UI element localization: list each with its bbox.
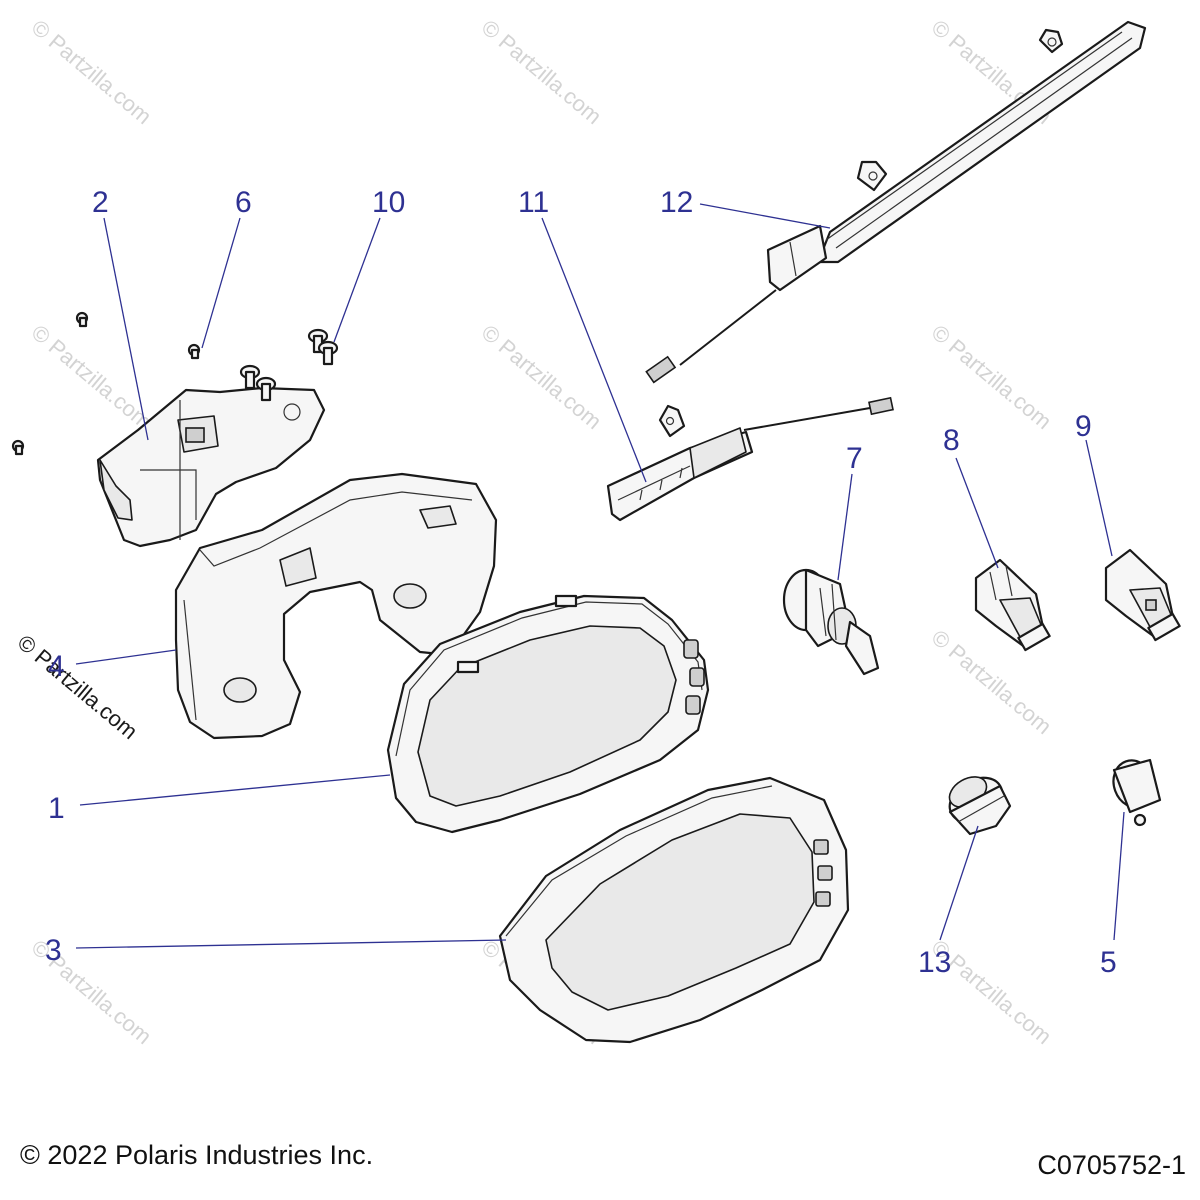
leader-line-9 — [1085, 439, 1113, 557]
part-5-power-outlet — [1112, 758, 1162, 827]
watermark: © Partzilla.com — [477, 15, 607, 129]
callout-1: 1 — [48, 792, 65, 825]
leader-line-13 — [939, 825, 979, 941]
part-13-receptacle — [948, 776, 1012, 836]
callout-12: 12 — [660, 186, 693, 219]
part-1-instrument-cluster — [386, 594, 710, 834]
part-4-rear-housing — [174, 472, 498, 740]
leader-line-3 — [75, 939, 507, 949]
part-12-light-bar — [645, 20, 1147, 384]
watermark: © Partzilla.com — [13, 630, 143, 744]
callout-2: 2 — [92, 186, 109, 219]
part-6-screws — [11, 311, 201, 456]
leader-line-5 — [1113, 811, 1125, 941]
leader-line-4 — [75, 649, 177, 665]
leader-line-2 — [103, 217, 149, 441]
watermark: © Partzilla.com — [477, 320, 607, 434]
part-7-key-switch — [782, 568, 880, 676]
callout-7: 7 — [846, 442, 863, 475]
callout-9: 9 — [1075, 410, 1092, 443]
callout-4: 4 — [48, 650, 65, 683]
leader-line-6 — [201, 217, 241, 349]
copyright-notice: © 2022 Polaris Industries Inc. — [20, 1140, 374, 1170]
part-10-bolts — [239, 328, 339, 402]
watermark: © Partzilla.com — [927, 320, 1057, 434]
leader-line-1 — [79, 774, 391, 806]
watermark: © Partzilla.com — [27, 15, 157, 129]
callout-labels: 1 2 3 4 5 6 7 8 9 10 11 12 13 — [45, 186, 1117, 979]
part-11-accent-light — [606, 396, 894, 522]
part-3-bezel — [498, 776, 850, 1044]
callout-8: 8 — [943, 424, 960, 457]
leader-line-12 — [699, 203, 831, 229]
leader-line-11 — [541, 217, 647, 483]
leader-lines — [75, 203, 1125, 949]
callout-13: 13 — [918, 946, 951, 979]
leader-line-8 — [955, 457, 999, 569]
callout-10: 10 — [372, 186, 405, 219]
callout-6: 6 — [235, 186, 252, 219]
part-9-switch — [1104, 548, 1181, 642]
diagram-code: C0705752-1 — [1037, 1150, 1186, 1180]
callout-3: 3 — [45, 934, 62, 967]
callout-11: 11 — [518, 186, 549, 219]
part-2-bracket — [96, 386, 326, 548]
leader-line-7 — [837, 473, 853, 581]
part-8-switch — [974, 558, 1051, 652]
watermark: © Partzilla.com — [27, 320, 157, 434]
leader-line-10 — [333, 217, 381, 343]
callout-5: 5 — [1100, 946, 1117, 979]
